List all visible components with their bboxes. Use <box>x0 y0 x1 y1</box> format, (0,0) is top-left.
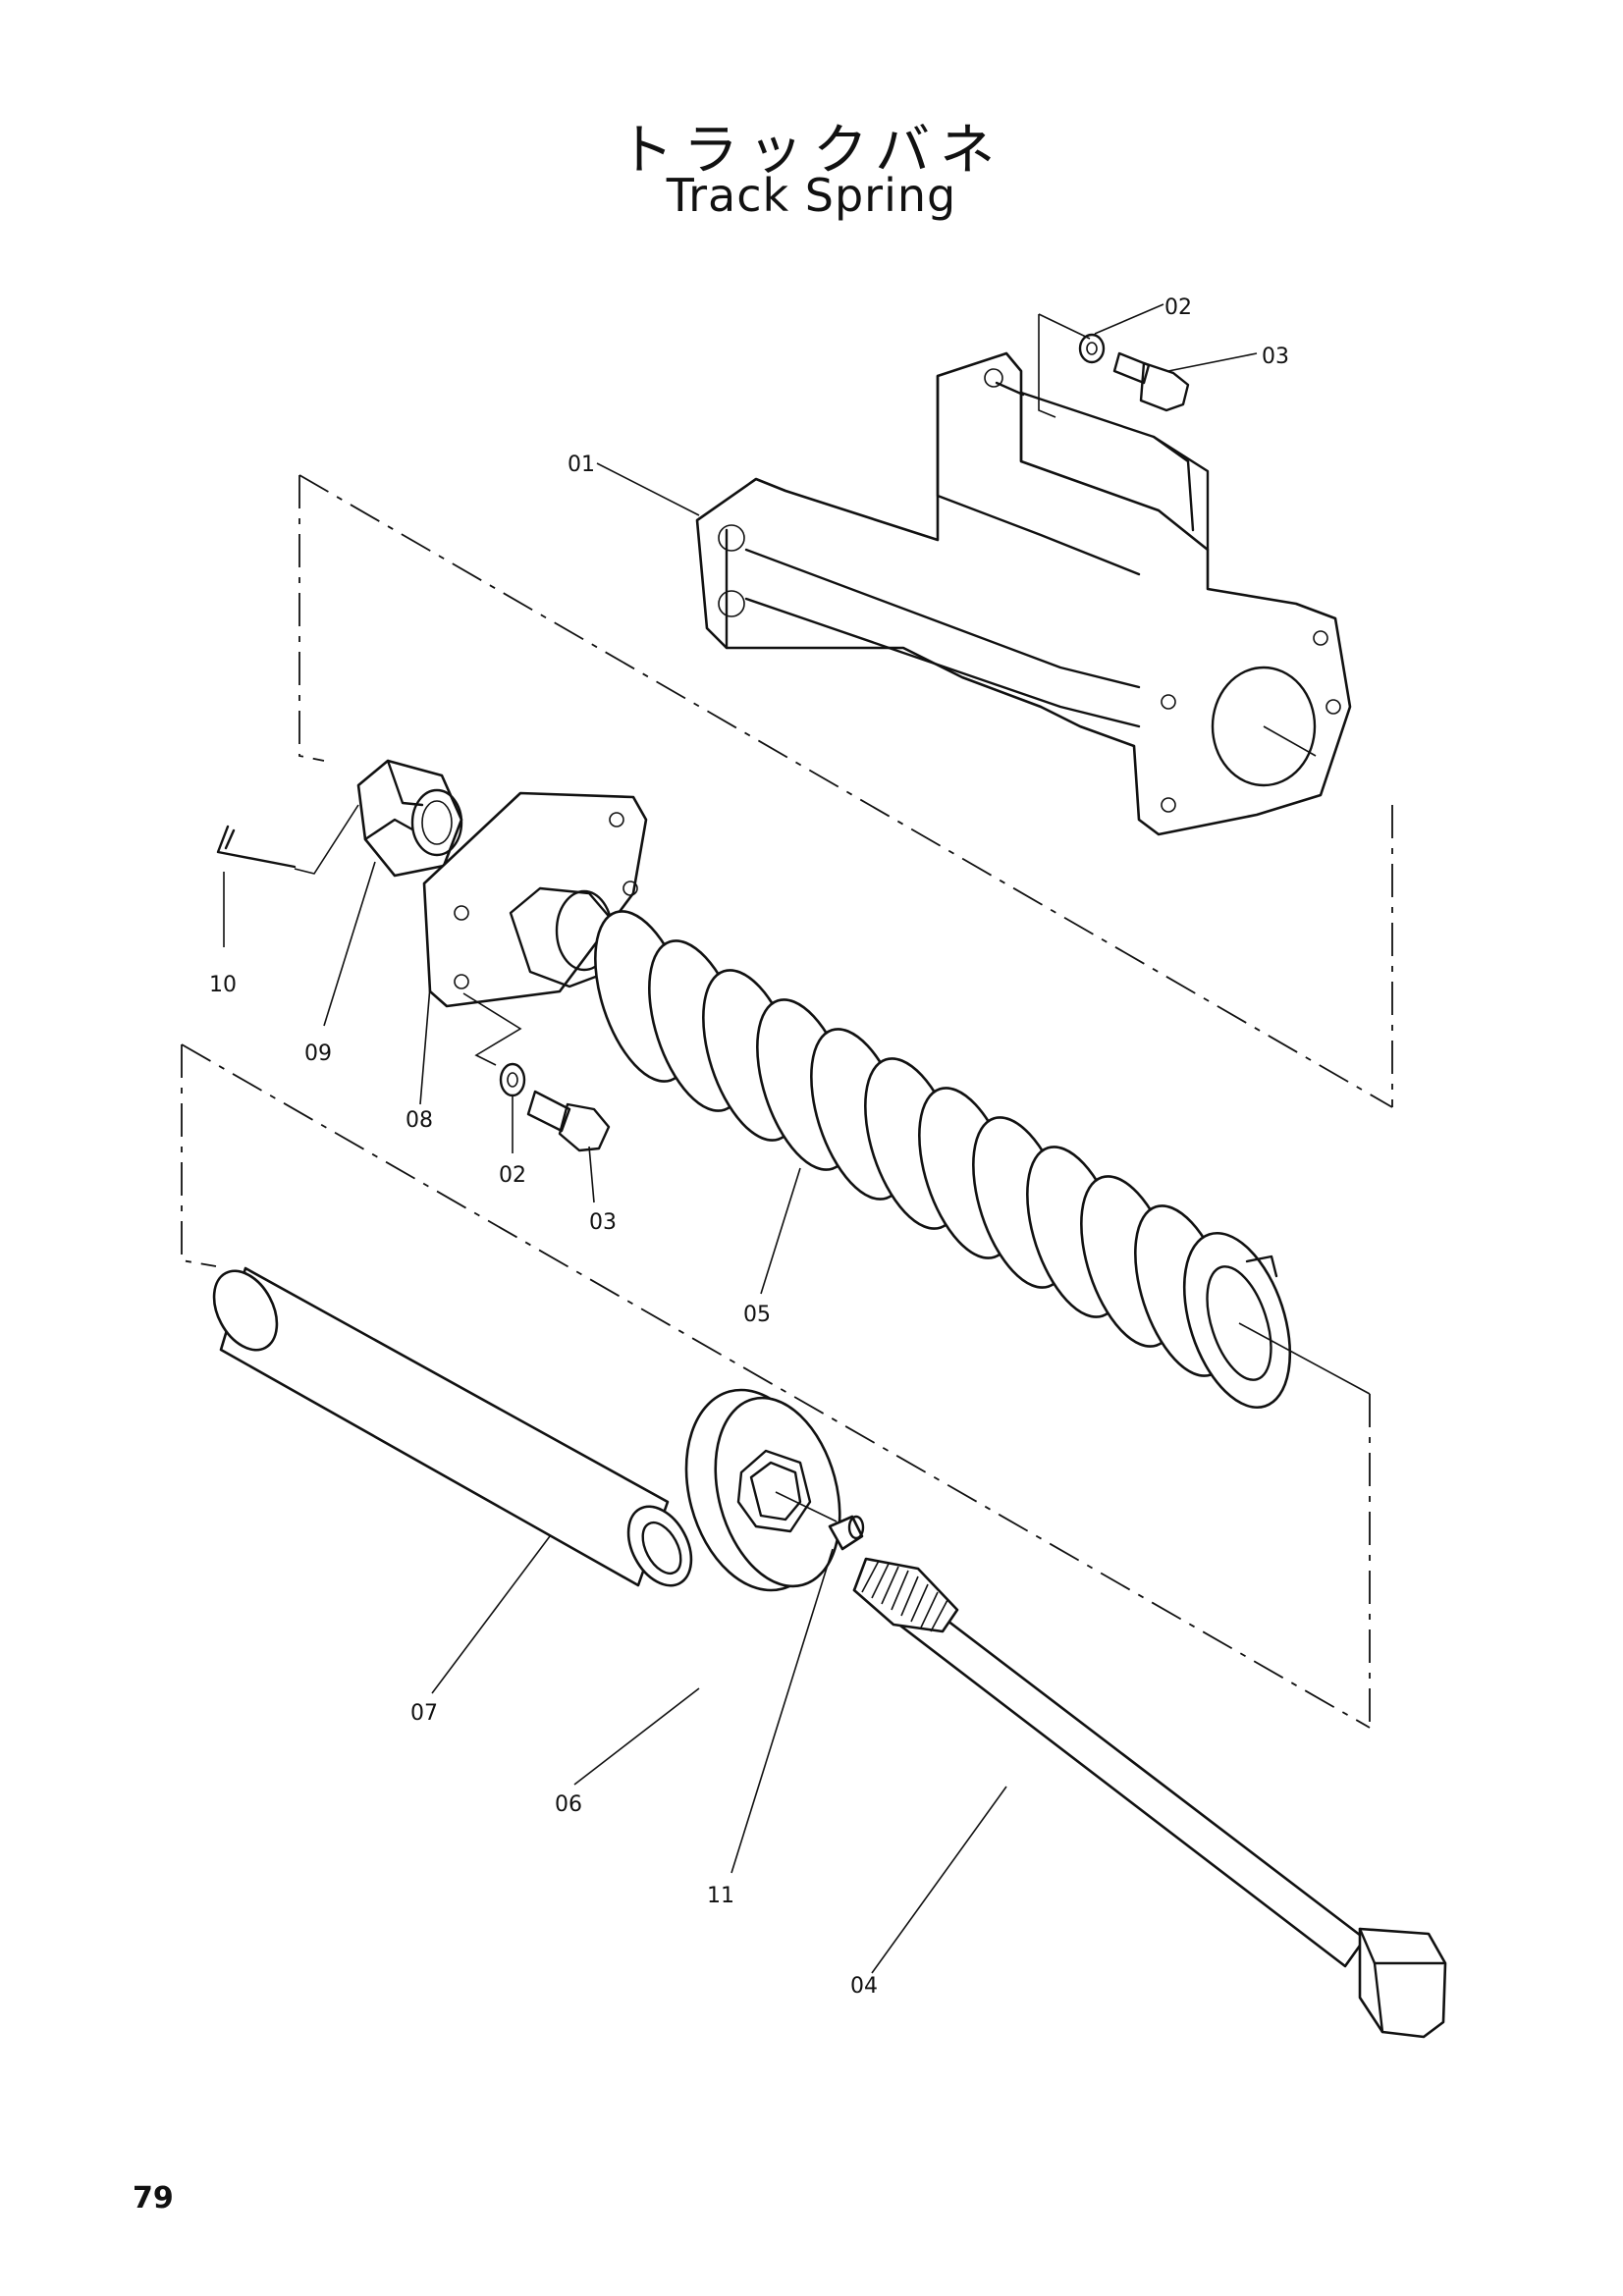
part-02-03-mid-washer-bolt <box>499 1062 611 1152</box>
label-part-03-top: 03 <box>1262 345 1289 369</box>
label-part-10: 10 <box>209 973 237 997</box>
part-08-flange-plate <box>422 791 648 1066</box>
label-part-08: 08 <box>406 1108 433 1133</box>
part-11-plug <box>828 1515 865 1551</box>
label-part-09: 09 <box>304 1041 332 1066</box>
label-part-06: 06 <box>555 1792 582 1817</box>
part-10-hex-key <box>216 804 359 875</box>
label-part-11: 11 <box>707 1884 734 1908</box>
diagram-title-english: Track Spring <box>666 169 957 222</box>
label-part-03-mid: 03 <box>589 1210 617 1235</box>
part-01-frame-housing <box>695 351 1352 836</box>
assembly-centerlines <box>181 474 1393 1729</box>
label-part-07: 07 <box>410 1701 438 1726</box>
label-part-01: 01 <box>568 453 595 477</box>
part-05-coil-spring <box>594 910 1371 1410</box>
part-07-tube <box>212 1266 693 1587</box>
label-part-04: 04 <box>850 1974 878 1999</box>
part-02-03-top-washer-bolt <box>1038 313 1190 418</box>
diagram-title-japanese: トラックバネ <box>618 119 1005 183</box>
label-part-05: 05 <box>743 1303 771 1327</box>
page-number: 79 <box>133 2181 174 2216</box>
part-number-labels: 01 02 03 10 09 08 02 03 05 07 06 11 04 <box>209 295 1289 1999</box>
label-leader-lines <box>223 303 1258 1974</box>
part-06-seat <box>684 1388 841 1592</box>
part-09-hex-nut <box>356 759 463 878</box>
label-part-02-top: 02 <box>1164 295 1192 320</box>
label-part-02-mid: 02 <box>499 1163 526 1188</box>
part-04-threaded-rod <box>852 1557 1447 2039</box>
